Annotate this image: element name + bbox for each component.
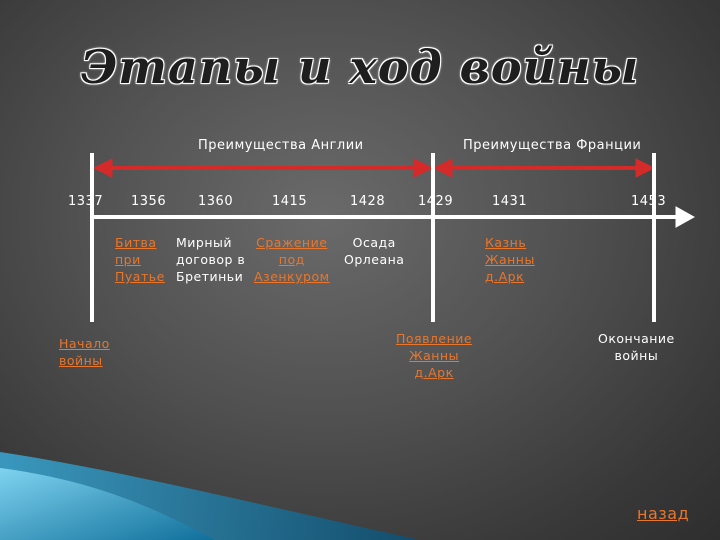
year-1337: 1337 (68, 194, 104, 209)
france-advantage-arrow (432, 158, 656, 178)
year-1360: 1360 (198, 194, 234, 209)
page-title: Этапы и ход войны (80, 40, 640, 94)
year-1356: 1356 (131, 194, 167, 209)
england-advantage-arrow (92, 158, 434, 178)
year-1428: 1428 (350, 194, 386, 209)
england-advantage-label: Преимущества Англии (198, 138, 364, 153)
back-link[interactable]: назад (637, 504, 690, 523)
year-1415: 1415 (272, 194, 308, 209)
corner-wave-decoration (0, 468, 215, 540)
year-1429: 1429 (418, 194, 454, 209)
france-advantage-label: Преимущества Франции (463, 138, 642, 153)
year-1431: 1431 (492, 194, 528, 209)
timeline-axis (92, 206, 696, 228)
year-1453: 1453 (631, 194, 667, 209)
